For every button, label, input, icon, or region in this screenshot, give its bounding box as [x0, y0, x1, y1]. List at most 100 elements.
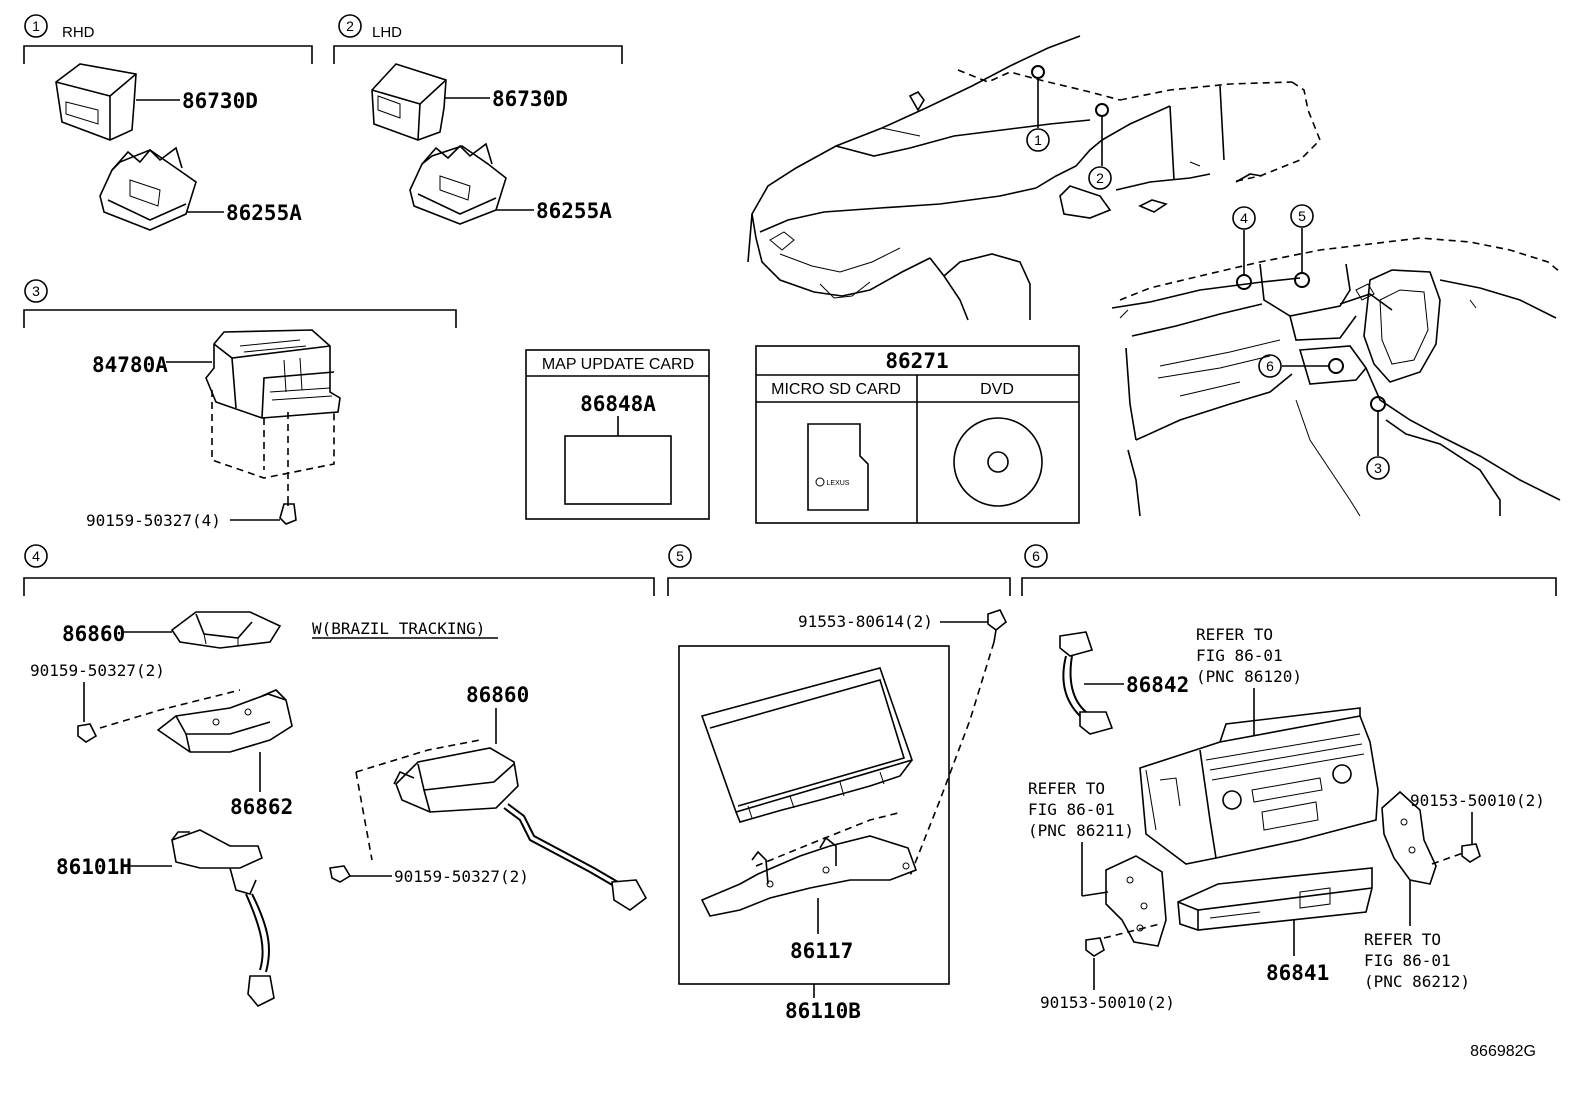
vehicle-exterior-view: 1 2	[747, 35, 1321, 321]
part-84780a: 84780A	[92, 353, 168, 377]
section-2-bracket	[333, 45, 623, 64]
head-unit-drawing	[1139, 707, 1379, 865]
part-display-drawing	[700, 667, 914, 823]
part-90159-50327-2-a: 90159-50327(2)	[30, 661, 165, 680]
overview-marker-2: 2	[1096, 170, 1104, 186]
refer-note-1-line-2: FIG 86-01	[1196, 646, 1283, 665]
part-90159-50327-2-b: 90159-50327(2)	[394, 867, 529, 886]
bolt-90159-4b-drawing	[329, 865, 352, 883]
map-card-title: MAP UPDATE CARD	[542, 356, 694, 373]
screw-91553-drawing	[987, 609, 1008, 643]
overview-marker-3-circle	[1366, 456, 1390, 480]
map-card-frame	[525, 349, 710, 520]
bolt-90159-4a-drawing	[77, 723, 98, 743]
part-86101h-drawing	[171, 829, 275, 1007]
bolt-90159-3-drawing	[279, 496, 297, 525]
refer-note-1-line-3: (PNC 86120)	[1196, 667, 1302, 686]
refer-note-3-line-1: REFER TO	[1364, 930, 1441, 949]
media-box: 86271 MICRO SD CARD DVD LEXUS	[755, 345, 1080, 524]
part-86860-right: 86860	[466, 683, 529, 707]
part-86730d-rhd: 86730D	[182, 89, 258, 113]
part-86862-drawing	[156, 689, 293, 753]
part-86860-top-drawing	[170, 611, 282, 649]
part-86255a-rhd: 86255A	[226, 201, 302, 225]
section-2-label: LHD	[372, 24, 402, 41]
dvd-disc-drawing	[953, 417, 1043, 507]
section-5-circle	[668, 544, 692, 568]
overview-marker-5-circle	[1290, 204, 1314, 228]
part-86860-top: 86860	[62, 622, 125, 646]
section-5-bracket	[667, 577, 1011, 596]
vehicle-interior-view: 4 5 6 3	[1111, 204, 1561, 517]
part-86255a-rhd-drawing	[99, 146, 197, 231]
part-86730d-lhd-drawing	[371, 63, 447, 141]
section-3: 3 84780A 90159-50327(4)	[23, 279, 457, 530]
section-5-number: 5	[676, 548, 684, 564]
overview-marker-5: 5	[1298, 208, 1306, 224]
lexus-logo: LEXUS	[827, 480, 850, 487]
section-4: 4 86860 W(BRAZIL TRACKING) 90159-50327(2…	[23, 544, 655, 1007]
section-2-lhd: 2 LHD 86730D 86255A	[333, 14, 623, 225]
part-86730d-rhd-drawing	[55, 63, 137, 141]
part-86862: 86862	[230, 795, 293, 819]
section-3-circle	[24, 279, 48, 303]
part-84780a-drawing	[205, 329, 341, 419]
media-col-micro-sd: MICRO SD CARD	[771, 381, 901, 398]
part-86255a-lhd-drawing	[409, 142, 507, 225]
part-86255a-lhd: 86255A	[536, 199, 612, 223]
refer-note-2-line-1: REFER TO	[1028, 779, 1105, 798]
map-update-card-box: MAP UPDATE CARD 86848A	[525, 349, 710, 520]
refer-note-3-line-3: (PNC 86212)	[1364, 972, 1470, 991]
part-86110b: 86110B	[785, 999, 861, 1023]
section-6-number: 6	[1032, 548, 1040, 564]
overview-marker-6-circle	[1258, 354, 1282, 378]
refer-note-2-line-2: FIG 86-01	[1028, 800, 1115, 819]
figure-id: 866982G	[1470, 1043, 1536, 1060]
bracket-left-drawing	[1081, 855, 1167, 947]
part-86841-drawing	[1177, 867, 1373, 931]
part-90159-50327-4: 90159-50327(4)	[86, 511, 221, 530]
part-86101h: 86101H	[56, 855, 132, 879]
part-86117: 86117	[790, 939, 853, 963]
part-86730d-lhd: 86730D	[492, 87, 568, 111]
section-1-bracket	[23, 45, 313, 64]
section-6-circle	[1024, 544, 1048, 568]
part-86848a: 86848A	[580, 392, 656, 416]
section-1-label: RHD	[62, 24, 95, 41]
section-1-rhd: 1 RHD 86730D 86255A	[23, 14, 313, 231]
part-86841: 86841	[1266, 961, 1329, 985]
refer-note-2-line-3: (PNC 86211)	[1028, 821, 1134, 840]
part-90153-50010-2-top: 90153-50010(2)	[1410, 791, 1545, 810]
bolt-90153-left-drawing	[1085, 937, 1105, 957]
section-3-number: 3	[32, 283, 40, 299]
part-86860-right-drawing	[393, 747, 648, 911]
part-86117-drawing	[700, 835, 918, 917]
overview-marker-6: 6	[1266, 358, 1274, 374]
part-86842: 86842	[1126, 673, 1189, 697]
part-86842-drawing	[1059, 631, 1114, 735]
section-1-number: 1	[32, 18, 40, 34]
micro-sd-card-drawing: LEXUS	[807, 423, 869, 511]
part-91553-80614-2: 91553-80614(2)	[798, 612, 933, 631]
section-4-bracket	[23, 577, 655, 596]
refer-note-3-line-2: FIG 86-01	[1364, 951, 1451, 970]
refer-note-1-line-1: REFER TO	[1196, 625, 1273, 644]
section-6: 6 86842 REFER TO FIG 86-01 (PNC 86120)	[1021, 544, 1557, 1012]
section-5: 5 91553-80614(2) 86117 86110B	[667, 544, 1011, 1023]
section-2-circle	[338, 14, 362, 38]
media-col-dvd: DVD	[980, 381, 1014, 398]
brazil-tracking-note: W(BRAZIL TRACKING)	[312, 619, 485, 638]
overview-marker-4: 4	[1240, 210, 1248, 226]
part-86271: 86271	[885, 349, 948, 373]
section-1-circle	[24, 14, 48, 38]
section-4-circle	[24, 544, 48, 568]
overview-marker-3: 3	[1374, 460, 1382, 476]
overview-marker-1-circle	[1026, 128, 1050, 152]
part-90153-50010-2-bottom: 90153-50010(2)	[1040, 993, 1175, 1012]
overview-marker-4-circle	[1232, 206, 1256, 230]
bracket-right-drawing	[1381, 790, 1437, 885]
section-2-number: 2	[346, 18, 354, 34]
map-card-drawing	[564, 435, 672, 505]
